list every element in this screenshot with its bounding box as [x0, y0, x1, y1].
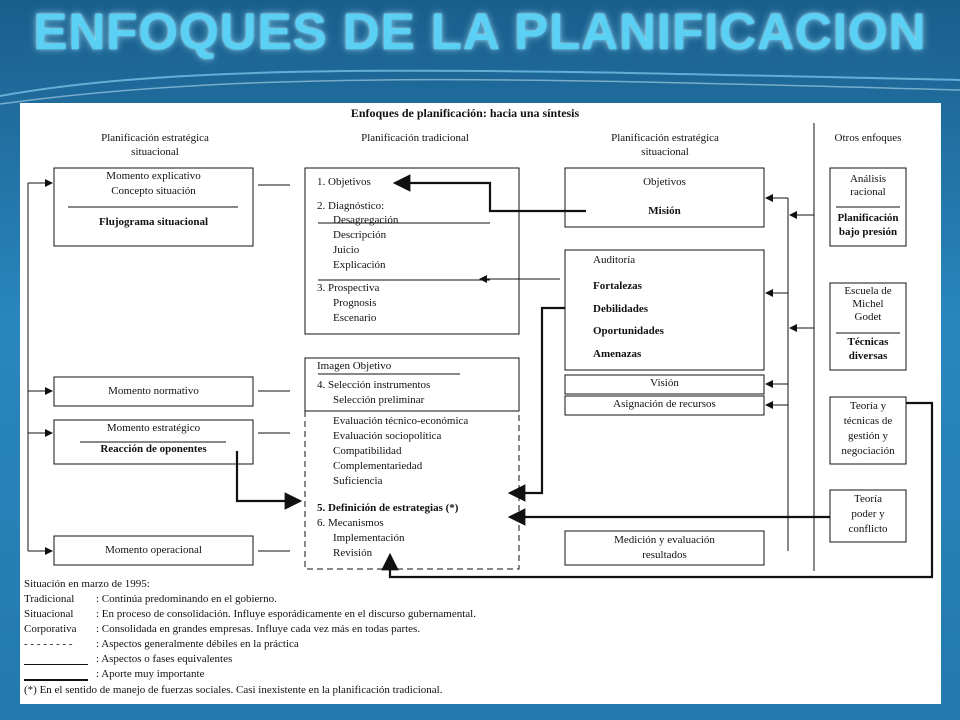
legend-text-5: : Aspectos o fases equivalentes [96, 653, 233, 665]
legend-heading: Situación en marzo de 1995: [24, 578, 150, 590]
trad-prosp-items: Prognosis Escenario [333, 297, 377, 324]
trad-mec-items: Implementación Revisión [333, 532, 405, 559]
est-mision: Misión [648, 205, 681, 217]
momento-operacional: Momento operacional [105, 544, 202, 556]
trad-seleccion: 4. Selección instrumentos [317, 379, 431, 391]
trad-seleccion-preliminar: Selección preliminar [333, 394, 425, 406]
trad-imagen-objetivo: Imagen Objetivo [317, 360, 392, 372]
legend-text-3: : Consolidada en grandes empresas. Influ… [96, 623, 421, 635]
legend-term-3: Corporativa [24, 623, 77, 635]
legend-term-2: Situacional [24, 608, 74, 620]
legend-text-1: : Continúa predominando en el gobierno. [96, 593, 277, 605]
est-swot: Fortalezas Debilidades Oportunidades Ame… [593, 280, 664, 360]
momento-estrategico: Momento estratégico [106, 422, 201, 434]
est-auditoria: Auditoría [593, 254, 636, 266]
col-header-tradicional: Planificación tradicional [361, 132, 469, 144]
est-asignacion: Asignación de recursos [613, 398, 716, 410]
flujograma-situacional: Flujograma situacional [98, 216, 209, 228]
diagram-title: Enfoques de planificación: hacia una sín… [350, 106, 580, 120]
trad-prospectiva: 3. Prospectiva [317, 282, 380, 294]
diagram-panel: Enfoques de planificación: hacia una sín… [20, 103, 941, 704]
trad-mecanismos: 6. Mecanismos [317, 517, 384, 529]
diagram-lines [27, 123, 934, 579]
legend-thin-line [24, 664, 88, 665]
legend-footnote: (*) En el sentido de manejo de fuerzas s… [24, 684, 443, 696]
trad-diag-items: Desagregación Descripción Juicio Explica… [333, 214, 399, 271]
est-objetivos: Objetivos [643, 176, 686, 188]
col-header-otros: Otros enfoques [834, 132, 902, 144]
est-vision: Visión [650, 377, 679, 389]
legend-text-4: : Aspectos generalmente débiles en la pr… [96, 638, 299, 650]
trad-objetivos: 1. Objetivos [317, 176, 371, 188]
trad-diagnostico: 2. Diagnóstico: [317, 200, 385, 212]
reaccion-oponentes: Reacción de oponentes [100, 443, 207, 455]
legend-text-2: : En proceso de consolidación. Influye e… [96, 608, 476, 620]
legend-term-1: Tradicional [24, 593, 75, 605]
slide-title: ENFOQUES DE LA PLANIFICACION [33, 3, 927, 60]
trad-evaluacion-items: Evaluación técnico-económica Evaluación … [333, 415, 469, 487]
legend-text-6: : Aporte muy importante [96, 668, 205, 680]
legend-thick-line [24, 679, 88, 681]
legend-term-4: - - - - - - - - [24, 638, 73, 650]
momento-normativo: Momento normativo [108, 385, 199, 397]
trad-definicion-estrategias: 5. Definición de estrategias (*) [317, 502, 459, 514]
